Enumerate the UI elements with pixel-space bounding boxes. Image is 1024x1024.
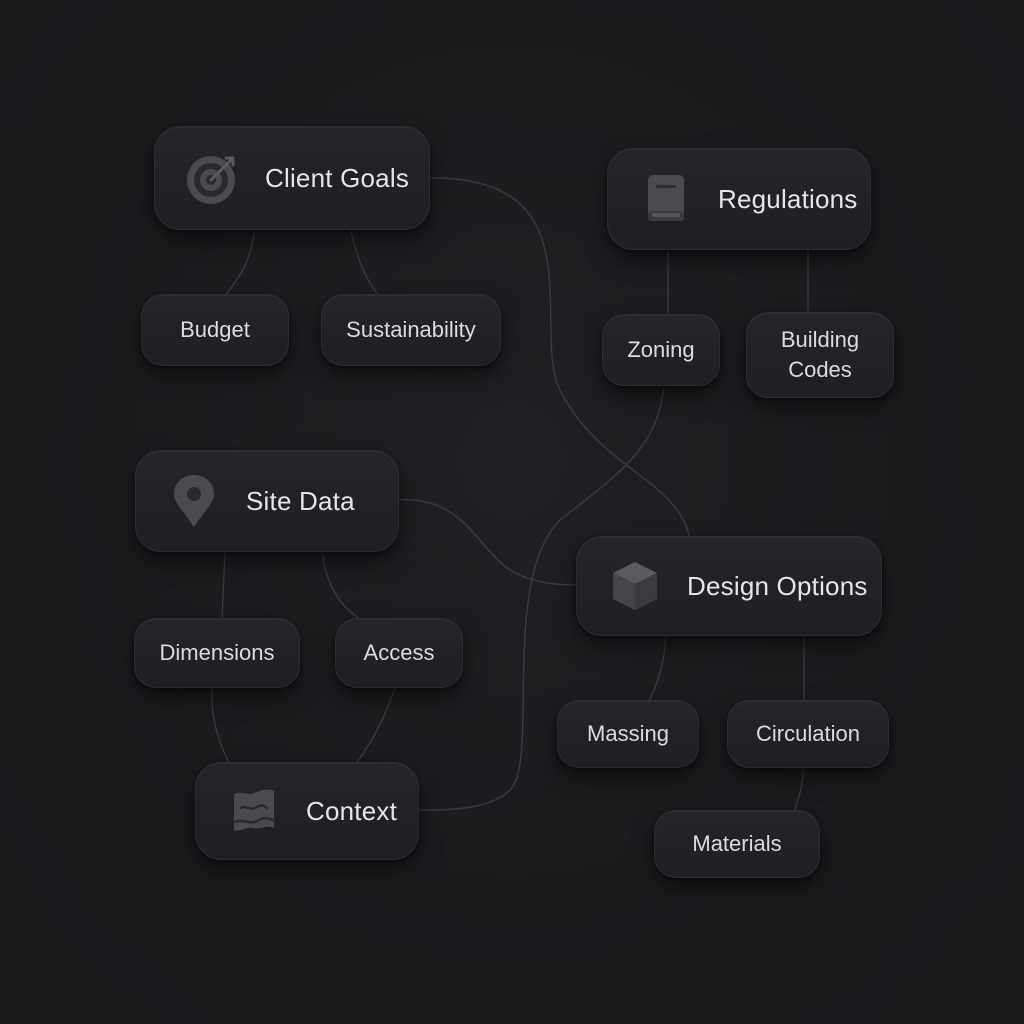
node-circulation[interactable]: Circulation bbox=[727, 700, 889, 768]
node-site-data[interactable]: Site Data bbox=[135, 450, 399, 552]
node-regulations[interactable]: Regulations bbox=[607, 148, 871, 250]
connector-site-data-dimensions bbox=[221, 549, 226, 621]
node-site-data-label: Site Data bbox=[246, 485, 355, 516]
node-massing[interactable]: Massing bbox=[557, 700, 699, 768]
connector-dimensions-context bbox=[211, 685, 231, 766]
target-icon bbox=[183, 148, 243, 208]
node-dimensions[interactable]: Dimensions bbox=[134, 618, 300, 688]
node-sustainability[interactable]: Sustainability bbox=[321, 294, 501, 366]
connector-client-goals-budget bbox=[221, 227, 256, 301]
connector-site-data-access bbox=[321, 549, 363, 621]
node-design-options-label: Design Options bbox=[687, 570, 868, 601]
node-budget-label: Budget bbox=[180, 317, 250, 342]
node-materials-label: Materials bbox=[692, 831, 782, 856]
node-budget[interactable]: Budget bbox=[141, 294, 289, 366]
node-materials[interactable]: Materials bbox=[654, 810, 820, 878]
map-pin-icon bbox=[164, 471, 224, 531]
node-building-codes-label: Building Codes bbox=[780, 327, 860, 382]
node-access[interactable]: Access bbox=[335, 618, 463, 688]
node-building-codes[interactable]: Building Codes bbox=[746, 312, 894, 398]
connector-site-data-design-options bbox=[397, 499, 579, 586]
connector-client-goals-design-options bbox=[427, 177, 691, 541]
node-context[interactable]: Context bbox=[195, 762, 419, 860]
node-massing-label: Massing bbox=[587, 721, 669, 746]
node-access-label: Access bbox=[363, 640, 435, 665]
connector-zoning-context bbox=[417, 383, 665, 811]
cube-icon bbox=[605, 556, 665, 616]
connector-access-context bbox=[354, 685, 396, 766]
map-icon bbox=[224, 781, 284, 841]
node-dimensions-label: Dimensions bbox=[159, 640, 275, 665]
connector-circulation-materials bbox=[793, 765, 805, 813]
node-zoning-label: Zoning bbox=[627, 337, 695, 362]
connector-design-options-massing bbox=[647, 633, 667, 703]
node-client-goals-label: Client Goals bbox=[265, 162, 410, 193]
node-context-label: Context bbox=[306, 795, 398, 826]
node-sustainability-label: Sustainability bbox=[346, 317, 476, 342]
node-client-goals[interactable]: Client Goals bbox=[154, 126, 430, 230]
node-regulations-label: Regulations bbox=[718, 183, 858, 214]
book-icon bbox=[636, 169, 696, 229]
connector-client-goals-sustainability bbox=[349, 227, 383, 301]
node-circulation-label: Circulation bbox=[756, 721, 860, 746]
node-design-options[interactable]: Design Options bbox=[576, 536, 882, 636]
node-zoning[interactable]: Zoning bbox=[602, 314, 720, 386]
